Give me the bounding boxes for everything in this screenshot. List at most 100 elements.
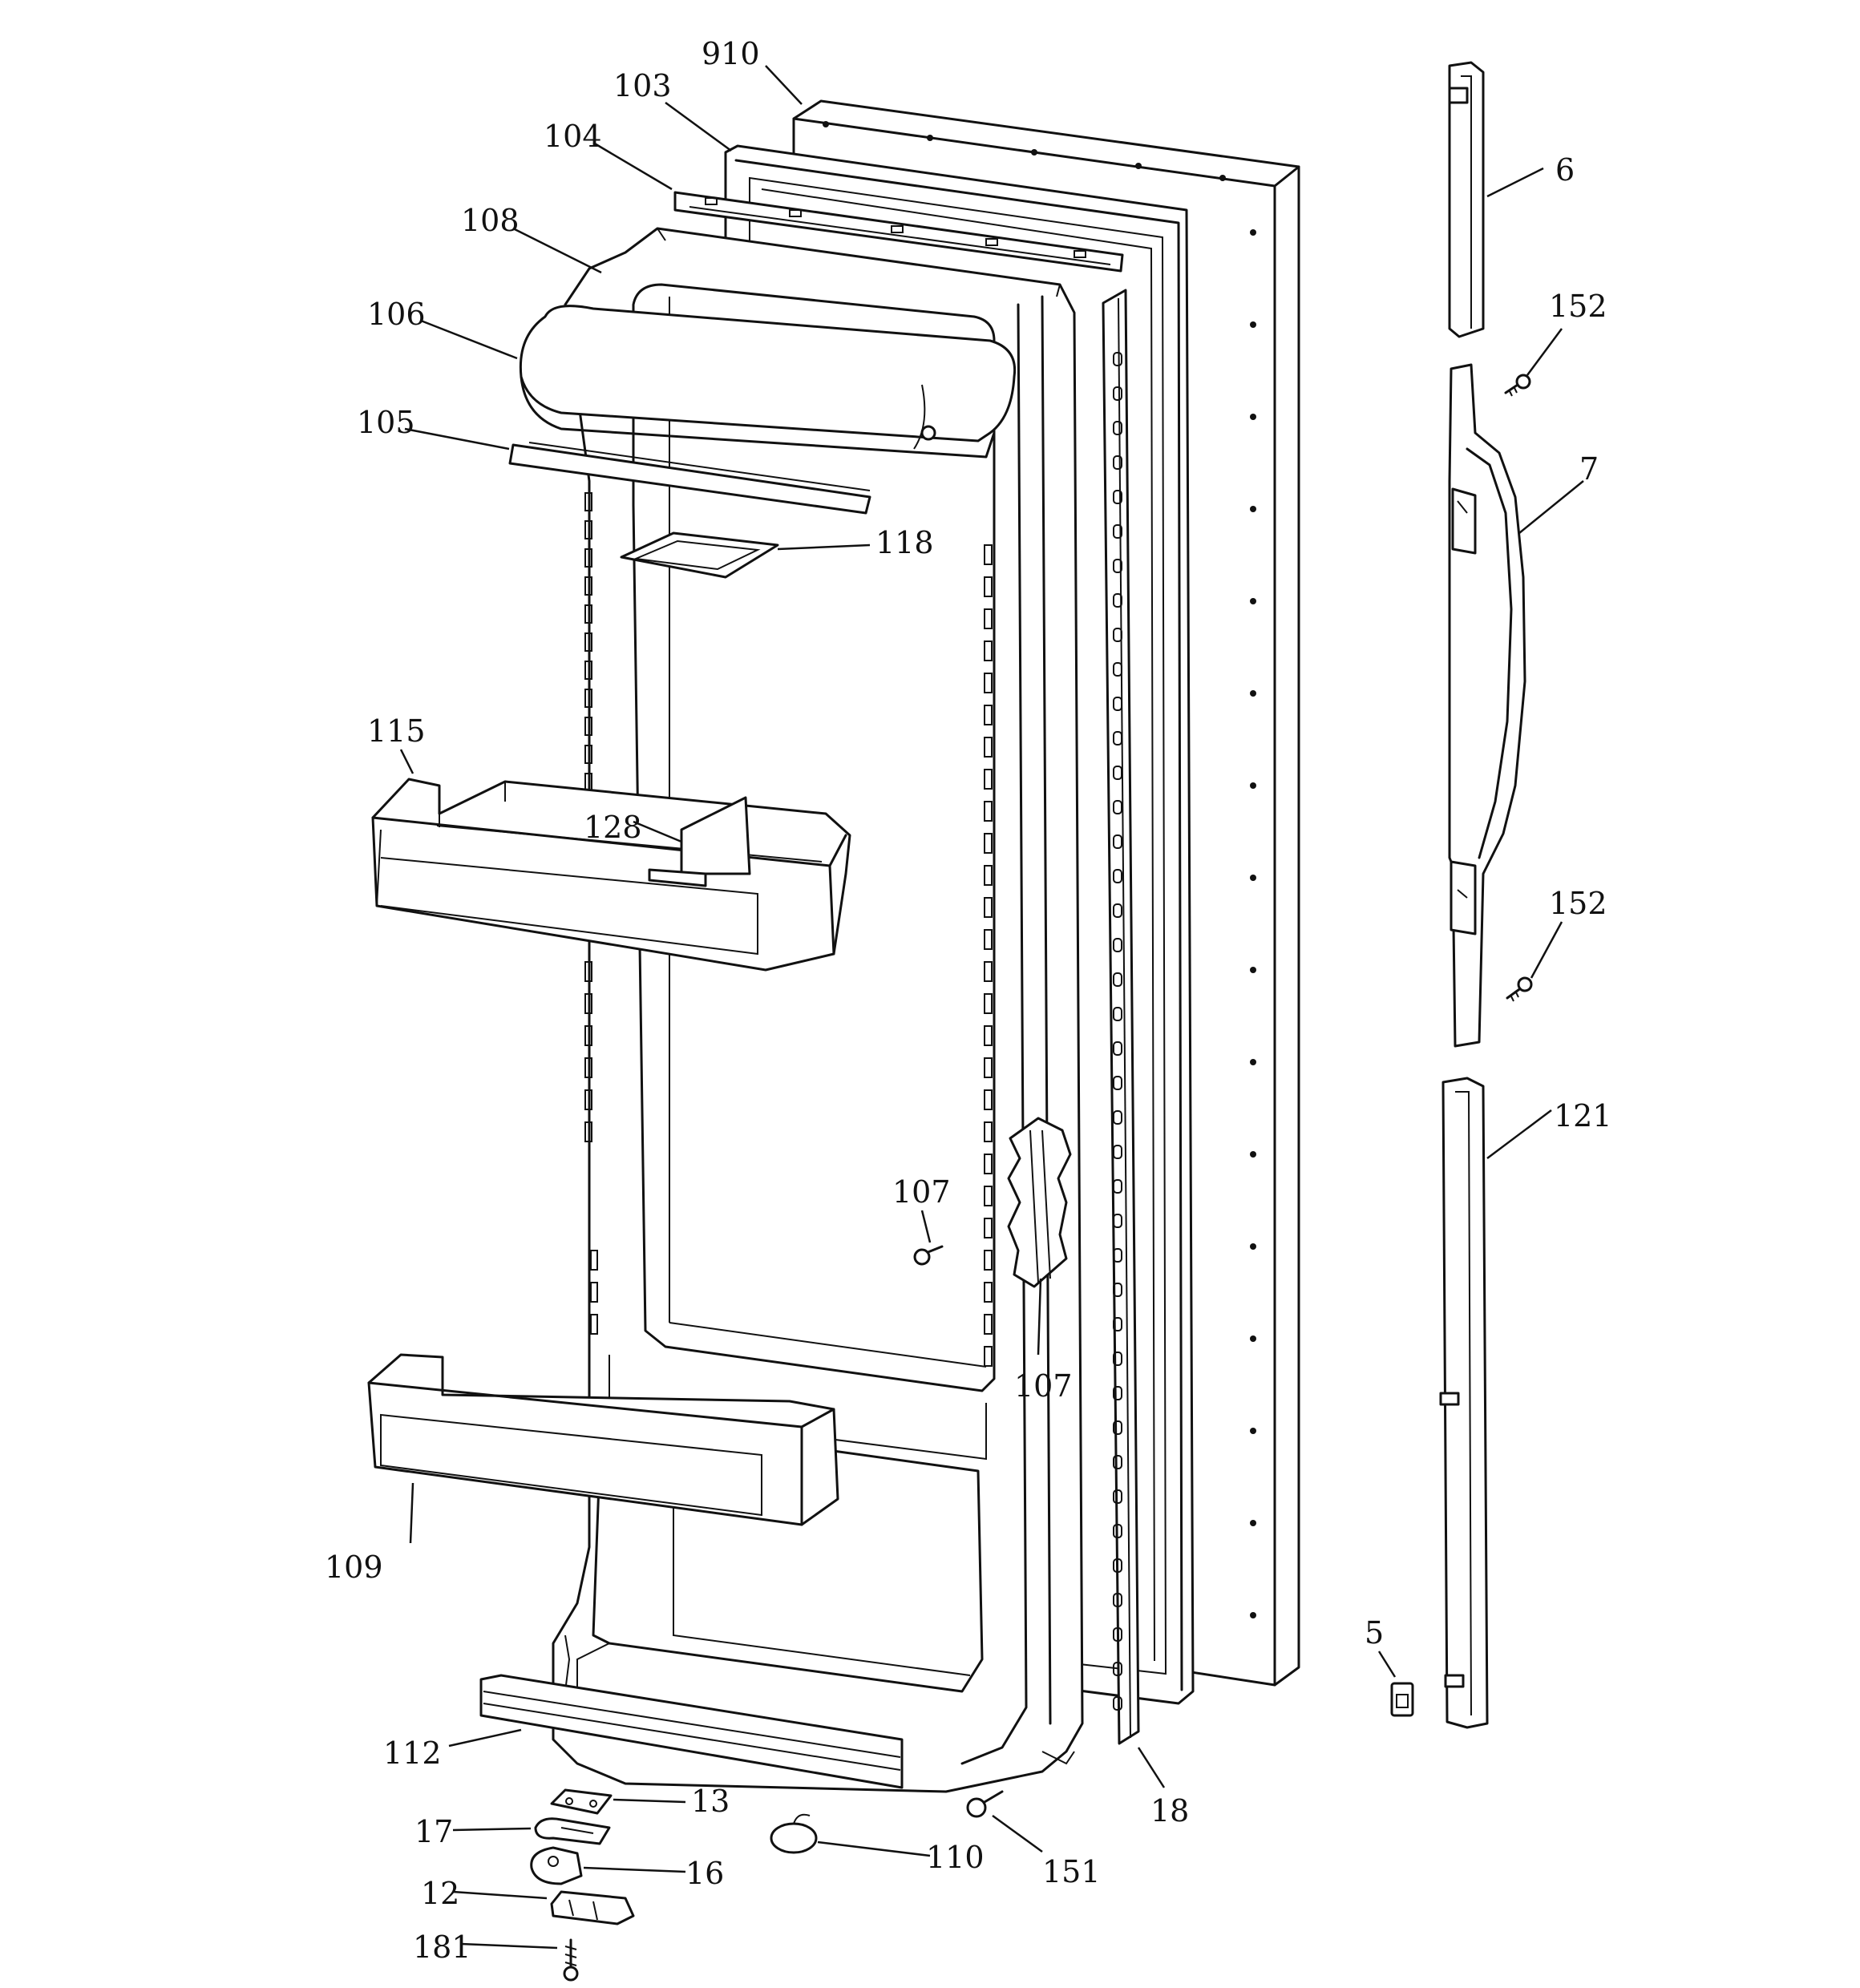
channel-hole xyxy=(1113,1627,1122,1642)
panel-hole xyxy=(823,121,829,127)
label-13: 13 xyxy=(691,1784,730,1819)
rail-slot xyxy=(984,929,993,950)
handle-bottom-trim xyxy=(1439,1077,1489,1729)
channel-hole xyxy=(1113,524,1122,539)
panel-hole xyxy=(1250,690,1256,697)
rail-slot xyxy=(984,1314,993,1335)
panel-hole xyxy=(1250,1428,1256,1434)
rail-slot xyxy=(584,1057,592,1078)
panel-hole xyxy=(1250,1520,1256,1526)
door-handle xyxy=(1448,363,1526,1048)
panel-hole xyxy=(1250,1335,1256,1342)
label-17: 17 xyxy=(414,1814,453,1849)
rail-slot xyxy=(984,833,993,854)
rail-slot xyxy=(584,745,592,764)
rail-slot xyxy=(984,544,993,565)
label-106: 106 xyxy=(367,297,426,332)
rail-slot xyxy=(984,993,993,1014)
label-151: 151 xyxy=(1042,1854,1101,1889)
rail-slot xyxy=(584,993,592,1014)
rail-slot xyxy=(984,640,993,661)
label-128: 128 xyxy=(584,810,642,845)
channel-hole xyxy=(1113,731,1122,746)
rail-slot xyxy=(584,576,592,596)
label-181: 181 xyxy=(413,1929,471,1965)
label-7: 7 xyxy=(1579,451,1599,487)
channel-hole xyxy=(1113,1420,1122,1435)
label-910: 910 xyxy=(702,36,760,71)
label-5: 5 xyxy=(1365,1615,1384,1651)
panel-hole xyxy=(1250,229,1256,236)
screw-152-top xyxy=(1504,374,1531,397)
label-18: 18 xyxy=(1150,1793,1189,1828)
rail-slot xyxy=(984,608,993,629)
label-104: 104 xyxy=(544,119,602,154)
small-tray xyxy=(620,531,779,579)
channel-hole xyxy=(1113,386,1122,401)
rail-slot xyxy=(584,961,592,982)
channel-hole xyxy=(1113,352,1122,366)
rail-slot xyxy=(584,548,592,568)
rail-slot xyxy=(984,865,993,886)
label-118: 118 xyxy=(875,525,934,560)
channel-hole xyxy=(1113,869,1122,883)
channel-hole xyxy=(1113,593,1122,608)
label-110: 110 xyxy=(926,1840,985,1875)
panel-hole xyxy=(1219,175,1226,181)
channel-hole xyxy=(1113,1248,1122,1263)
panel-hole xyxy=(1250,321,1256,328)
screw-151 xyxy=(966,1790,1004,1818)
rail-slot xyxy=(984,961,993,982)
channel-hole xyxy=(1113,1489,1122,1504)
rail-slot xyxy=(984,1346,993,1367)
channel-hole xyxy=(1113,1386,1122,1400)
side-trim-channel xyxy=(1102,289,1140,1745)
rail-slot xyxy=(984,673,993,693)
rail-slot xyxy=(984,1218,993,1238)
bottom-shelf-rail xyxy=(479,1674,904,1789)
label-112: 112 xyxy=(383,1735,442,1771)
channel-hole xyxy=(1113,1317,1122,1331)
panel-hole xyxy=(1250,1612,1256,1618)
rail-slot xyxy=(984,1057,993,1078)
rail-slot xyxy=(584,520,592,539)
screw-152-bottom xyxy=(1506,976,1533,1002)
channel-hole xyxy=(1113,1696,1122,1711)
panel-hole xyxy=(1250,782,1256,789)
hinge-bracket-107 xyxy=(1007,1117,1072,1288)
channel-hole xyxy=(1113,1558,1122,1573)
channel-hole xyxy=(1113,1110,1122,1125)
label-6: 6 xyxy=(1555,152,1575,188)
dairy-compartment-cover xyxy=(519,305,1017,459)
rail-slot xyxy=(984,737,993,758)
rail-slot xyxy=(984,1089,993,1110)
label-107-screw: 107 xyxy=(892,1174,951,1210)
channel-hole xyxy=(1113,1455,1122,1469)
channel-hole xyxy=(1113,1352,1122,1366)
rail-slot xyxy=(984,1282,993,1303)
panel-hole xyxy=(1250,967,1256,973)
label-105: 105 xyxy=(357,405,415,440)
channel-hole xyxy=(1113,800,1122,814)
channel-hole xyxy=(1113,455,1122,470)
channel-hole xyxy=(1113,1041,1122,1056)
leader-lines xyxy=(399,65,1584,1950)
channel-hole xyxy=(1113,1593,1122,1607)
panel-hole xyxy=(1135,163,1142,169)
label-152-top: 152 xyxy=(1549,289,1607,324)
panel-hole xyxy=(1250,598,1256,604)
rail-slot xyxy=(584,689,592,708)
label-12: 12 xyxy=(421,1876,459,1911)
rail-slot xyxy=(584,632,592,652)
screw-181 xyxy=(563,1938,579,1982)
rail-slot xyxy=(584,604,592,624)
channel-hole xyxy=(1113,1076,1122,1090)
label-16: 16 xyxy=(685,1856,724,1891)
channel-hole xyxy=(1113,1179,1122,1194)
panel-hole xyxy=(1250,1059,1256,1065)
hinge-plate-13 xyxy=(550,1788,613,1815)
label-121: 121 xyxy=(1554,1098,1612,1133)
small-clip-5 xyxy=(1390,1682,1414,1717)
rail-slot xyxy=(590,1282,598,1303)
rail-slot xyxy=(590,1314,598,1335)
